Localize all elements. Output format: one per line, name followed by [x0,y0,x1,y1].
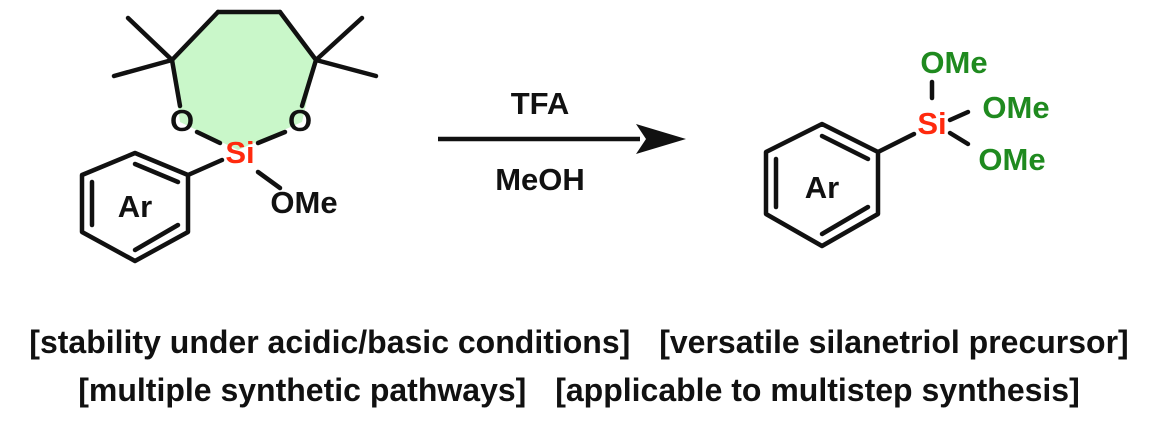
ring-bond [169,9,221,63]
reactant-methoxy: OMe [270,185,337,220]
dioxasilepane-ring-fill [172,12,316,150]
si-ome-bond [947,130,971,147]
ring-bond [194,129,223,146]
methyl-bond [111,57,175,79]
methyl-bond [313,15,365,63]
si-ome-bond [255,169,283,191]
arrow-head [636,124,686,154]
reagent-above-arrow: TFA [511,86,570,121]
caption-row-1: [stability under acidic/basic conditions… [0,318,1158,366]
product-methoxy-top: OMe [920,45,987,80]
product-silicon: Si [917,106,946,141]
reactant-silicon: Si [225,135,254,170]
product-molecule: Ar Si OMe OMe OMe [763,45,1050,249]
si-aryl-bond [875,131,917,155]
feature-captions: [stability under acidic/basic conditions… [0,318,1158,414]
product-methoxy-bottom: OMe [978,142,1045,177]
caption-row-2: [multiple synthetic pathways] [applicabl… [0,366,1158,414]
ring-bond [277,9,319,63]
ring-oxygen-right: O [288,103,312,138]
aryl-double-bond [132,222,181,253]
si-ome-bond [947,109,971,123]
ring-bond [255,129,288,146]
aryl-double-bond [132,161,181,185]
reactant-aryl-label: Ar [118,189,152,224]
ring-bond [169,57,183,109]
caption-stability: [stability under acidic/basic conditions… [29,324,631,360]
aryl-double-bond [819,204,871,237]
ring-oxygen-left: O [170,103,194,138]
aryl-ring [79,150,191,264]
caption-multistep-synthesis: [applicable to multistep synthesis] [555,372,1080,408]
reagent-below-arrow: MeOH [495,162,585,197]
ring-bond [299,57,319,109]
product-methoxy-right: OMe [982,90,1049,125]
product-aryl-label: Ar [805,170,839,205]
aryl-double-bond [819,133,871,162]
si-aryl-bond [185,157,225,178]
reaction-arrow: TFA MeOH [438,86,686,197]
methyl-bond [125,15,175,63]
caption-silanetriol-precursor: [versatile silanetriol precursor] [659,324,1129,360]
reactant-molecule: O O Si OMe Ar [79,9,379,264]
caption-synthetic-pathways: [multiple synthetic pathways] [78,372,527,408]
methyl-bond [313,57,379,79]
reaction-scheme: O O Si OMe Ar TFA MeOH Ar Si OMe OMe OMe [79,9,1050,264]
